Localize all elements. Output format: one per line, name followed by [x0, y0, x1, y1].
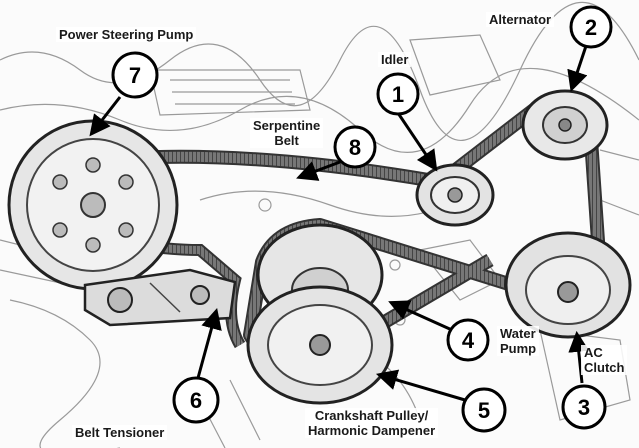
- callout-2-number: 2: [585, 15, 597, 40]
- callout-6-number: 6: [190, 388, 202, 413]
- power-steering-pulley: [7, 119, 179, 291]
- label-serpentine-belt: Serpentine Belt: [250, 118, 324, 148]
- callout-1-number: 1: [392, 82, 404, 107]
- callout-8-number: 8: [349, 135, 361, 160]
- callout-5-number: 5: [478, 398, 490, 423]
- label-water-pump: Water Pump: [497, 326, 540, 356]
- belt-tensioner-body: [83, 268, 237, 327]
- callout-7: 7: [111, 51, 159, 99]
- label-crankshaft-pulley: Crankshaft Pulley/ Harmonic Dampener: [305, 408, 439, 438]
- idler-pulley: [415, 163, 495, 227]
- callout-6: 6: [172, 376, 220, 424]
- crankshaft-pulley: [246, 285, 394, 405]
- callout-2: 2: [569, 5, 613, 49]
- label-alternator: Alternator: [486, 12, 555, 27]
- callout-4: 4: [446, 318, 490, 362]
- callout-3-number: 3: [578, 395, 590, 420]
- label-idler: Idler: [378, 52, 412, 67]
- label-power-steering-pump: Power Steering Pump: [56, 27, 197, 42]
- callout-5: 5: [461, 387, 507, 433]
- label-belt-tensioner: Belt Tensioner: [72, 425, 168, 440]
- ac-clutch-pulley: [504, 231, 632, 339]
- label-ac-clutch: AC Clutch: [581, 345, 628, 375]
- callout-arrows: [89, 45, 590, 402]
- callout-1: 1: [376, 72, 420, 116]
- callout-8: 8: [333, 125, 377, 169]
- callout-7-number: 7: [129, 63, 141, 88]
- callout-4-number: 4: [462, 328, 475, 353]
- callout-3: 3: [561, 384, 607, 430]
- alternator-pulley: [521, 89, 609, 161]
